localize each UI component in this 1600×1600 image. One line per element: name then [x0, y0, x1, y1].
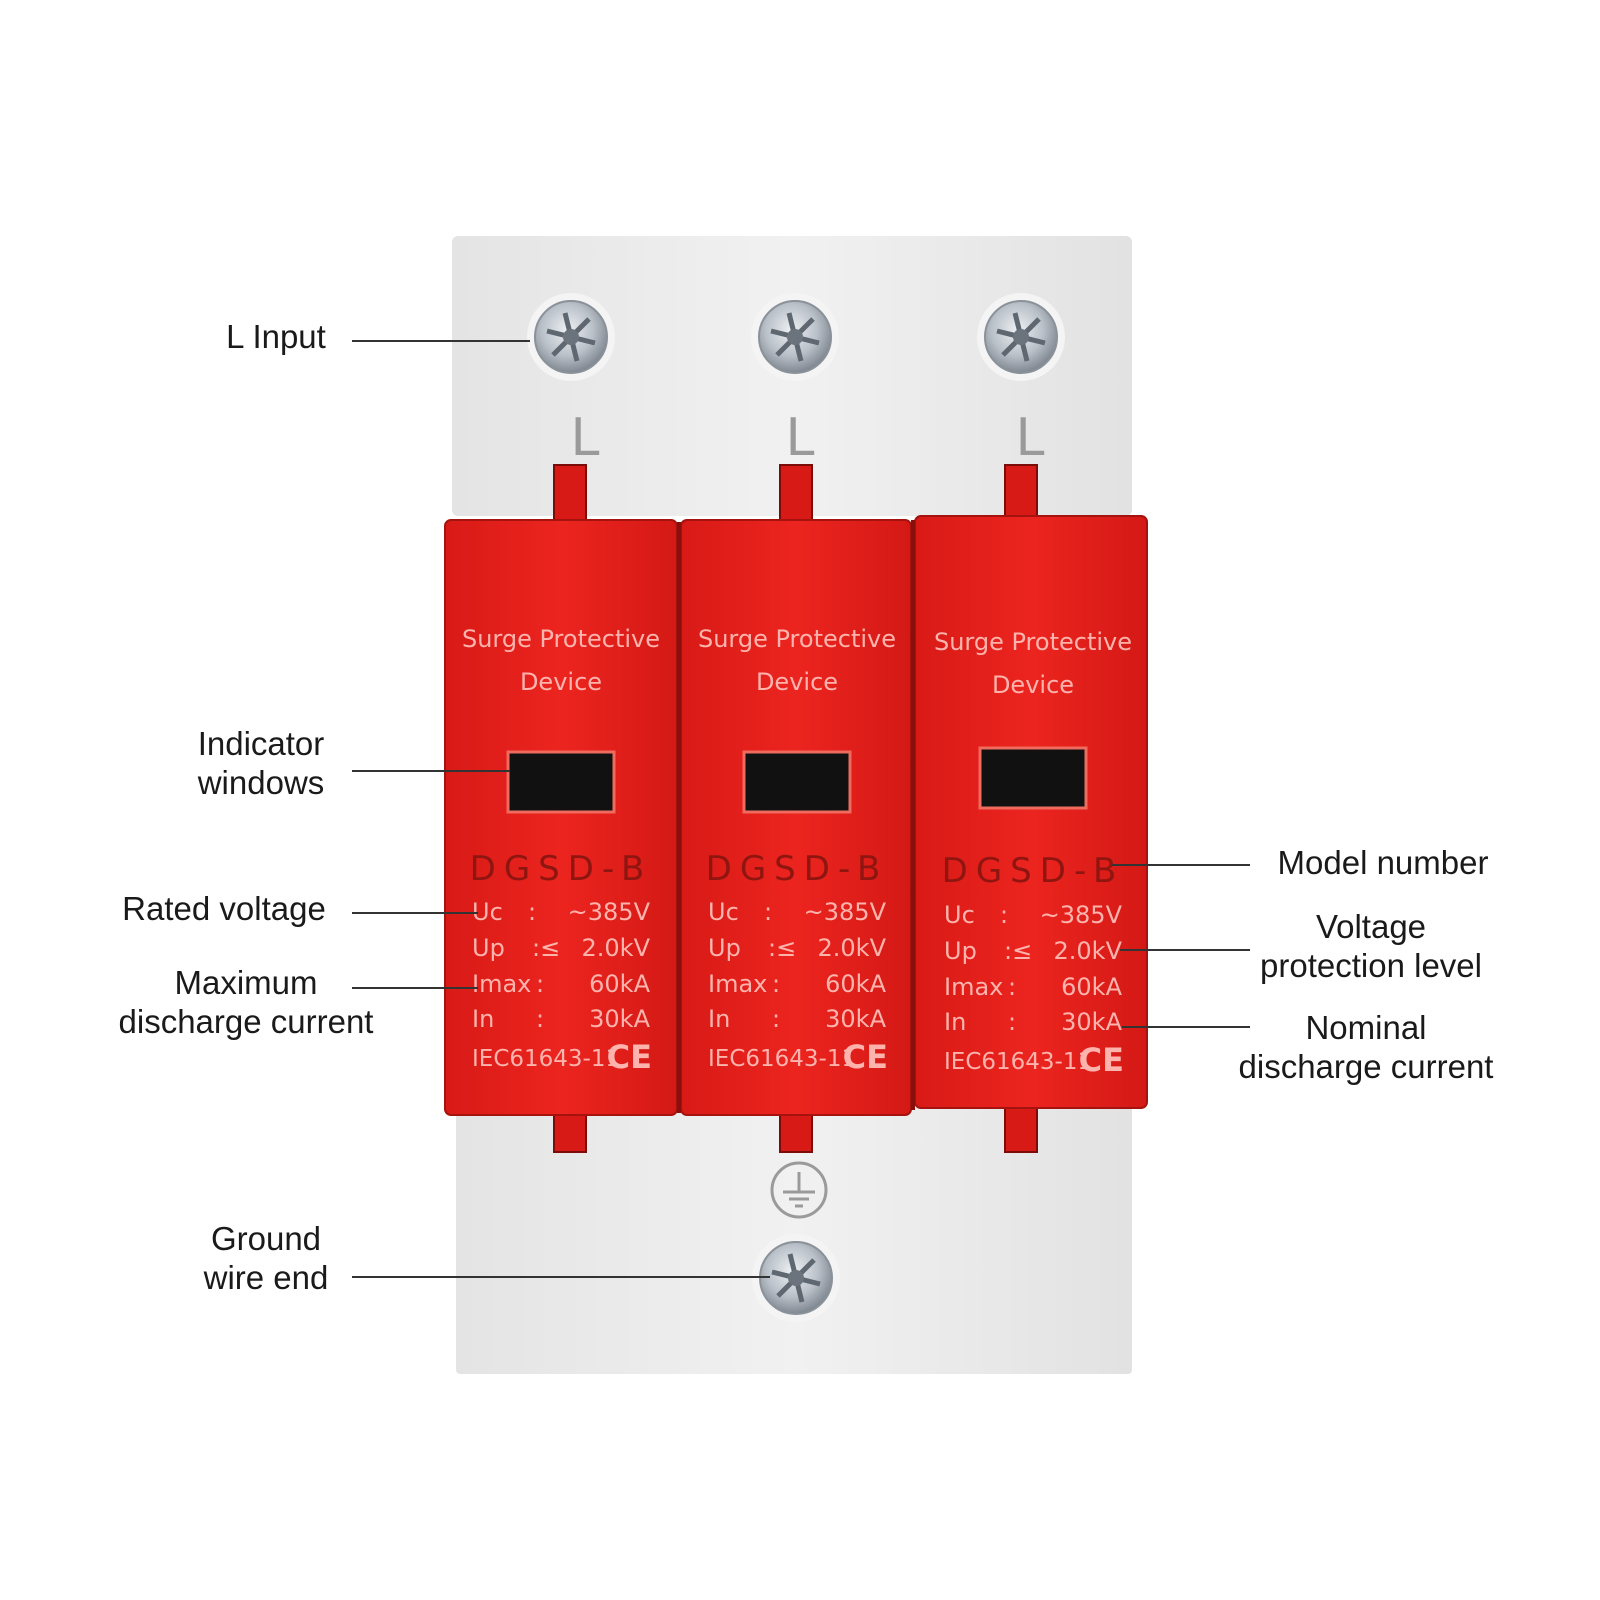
- callout-ground-wire: Ground wire end: [186, 1219, 346, 1297]
- module-2-spec-in-val: 30kA: [825, 1005, 886, 1033]
- top-terminal-1: [527, 293, 615, 381]
- module-3-spec-in-val: 30kA: [1061, 1008, 1122, 1036]
- module-1-spec-up-key: Up: [472, 934, 505, 962]
- module-text-1: Surge Protective Device DGSD-B Uc : ~385…: [462, 625, 660, 1076]
- module-3-title-line-2: Device: [992, 671, 1074, 699]
- module-2-spec-in-sep: :: [772, 1005, 780, 1033]
- top-tab-3: [1004, 464, 1038, 524]
- module-2-title-line-1: Surge Protective: [698, 625, 896, 653]
- module-1-spec-up-sep: :≤: [532, 934, 560, 962]
- callout-ground-line-1: Ground: [210, 1220, 322, 1257]
- module-text-2: Surge Protective Device DGSD-B Uc : ~385…: [698, 625, 896, 1076]
- module-1-spec-in-key: In: [472, 1005, 494, 1033]
- module-2-standard: IEC61643-11: [708, 1046, 856, 1072]
- top-terminal-3: [977, 293, 1065, 381]
- terminal-label-3: L: [1016, 408, 1045, 468]
- top-tab-2: [779, 464, 813, 524]
- module-1-spec-uc-val: ~385V: [568, 898, 651, 926]
- callout-voltage-protection-line-2: protection level: [1260, 947, 1482, 984]
- module-2-spec-uc-sep: :: [764, 898, 772, 926]
- module-3-model: DGSD-B: [942, 851, 1125, 891]
- module-3-spec-imax-key: Imax: [944, 973, 1003, 1001]
- callout-indicator-line-1: Indicator: [197, 725, 325, 762]
- module-3-spec-imax-sep: :: [1008, 973, 1016, 1001]
- module-3-spec-in-sep: :: [1008, 1008, 1016, 1036]
- terminal-label-1: L: [571, 408, 600, 468]
- module-1-ce-mark: CE: [607, 1038, 652, 1076]
- module-1-spec-imax-val: 60kA: [589, 970, 650, 998]
- callout-rated-voltage-line-1: Rated voltage: [122, 890, 326, 927]
- module-2-spec-up-val: 2.0kV: [818, 934, 887, 962]
- ground-terminal: [752, 1234, 840, 1322]
- indicator-window-1: [506, 750, 616, 814]
- module-2-title-line-2: Device: [756, 668, 838, 696]
- module-1-spec-uc-sep: :: [528, 898, 536, 926]
- module-text-3: Surge Protective Device DGSD-B Uc : ~385…: [934, 628, 1132, 1079]
- module-2-ce-mark: CE: [843, 1038, 888, 1076]
- callout-indicator-windows: Indicator windows: [176, 724, 346, 802]
- callout-nominal-discharge-line-1: Nominal: [1305, 1009, 1427, 1046]
- module-2-model: DGSD-B: [706, 849, 889, 889]
- module-2-spec-uc-key: Uc: [708, 898, 739, 926]
- module-3-spec-imax-val: 60kA: [1061, 973, 1122, 1001]
- callout-l-input-line-1: L Input: [226, 318, 326, 355]
- callout-indicator-line-2: windows: [197, 764, 325, 801]
- module-2-spec-uc-val: ~385V: [804, 898, 887, 926]
- module-1-spec-up-val: 2.0kV: [582, 934, 651, 962]
- callout-model-number: Model number: [1258, 843, 1508, 882]
- module-3-spec-in-key: In: [944, 1008, 966, 1036]
- callout-max-discharge: Maximum discharge current: [96, 963, 396, 1041]
- module-3-spec-uc-val: ~385V: [1040, 901, 1123, 929]
- indicator-window-2: [742, 750, 852, 814]
- module-3-spec-up-key: Up: [944, 937, 977, 965]
- module-2-spec-imax-val: 60kA: [825, 970, 886, 998]
- indicator-window-3: [978, 746, 1088, 810]
- callout-nominal-discharge-line-2: discharge current: [1238, 1048, 1494, 1085]
- top-tab-1: [553, 464, 587, 524]
- module-3-title-line-1: Surge Protective: [934, 628, 1132, 656]
- module-1-standard: IEC61643-11: [472, 1046, 620, 1072]
- top-terminal-2: [751, 293, 839, 381]
- module-1-model: DGSD-B: [470, 849, 653, 889]
- module-2-spec-imax-sep: :: [772, 970, 780, 998]
- callout-max-discharge-line-1: Maximum: [174, 964, 318, 1001]
- module-1-spec-imax-sep: :: [536, 970, 544, 998]
- callout-max-discharge-line-2: discharge current: [118, 1003, 374, 1040]
- module-3-spec-up-sep: :≤: [1004, 937, 1032, 965]
- callout-model-number-line-1: Model number: [1277, 844, 1489, 881]
- module-3-standard: IEC61643-11: [944, 1049, 1092, 1075]
- module-2-spec-up-sep: :≤: [768, 934, 796, 962]
- module-1-spec-imax-key: Imax: [472, 970, 531, 998]
- module-1-spec-in-sep: :: [536, 1005, 544, 1033]
- ground-symbol-icon: [770, 1161, 828, 1219]
- terminal-label-2: L: [786, 408, 815, 468]
- module-2-spec-imax-key: Imax: [708, 970, 767, 998]
- module-2-spec-up-key: Up: [708, 934, 741, 962]
- module-3-ce-mark: CE: [1079, 1041, 1124, 1079]
- module-3-spec-uc-sep: :: [1000, 901, 1008, 929]
- module-1-title-line-1: Surge Protective: [462, 625, 660, 653]
- callout-nominal-discharge: Nominal discharge current: [1216, 1008, 1516, 1086]
- callout-ground-line-2: wire end: [203, 1259, 329, 1296]
- module-1-title-line-2: Device: [520, 668, 602, 696]
- callout-rated-voltage: Rated voltage: [104, 889, 344, 928]
- module-2-spec-in-key: In: [708, 1005, 730, 1033]
- callout-voltage-protection: Voltage protection level: [1246, 907, 1496, 985]
- callout-voltage-protection-line-1: Voltage: [1315, 908, 1427, 945]
- module-3-spec-uc-key: Uc: [944, 901, 975, 929]
- leader-lines: [352, 340, 1250, 1278]
- module-1-spec-in-val: 30kA: [589, 1005, 650, 1033]
- callout-l-input: L Input: [208, 317, 344, 356]
- module-3-spec-up-val: 2.0kV: [1054, 937, 1123, 965]
